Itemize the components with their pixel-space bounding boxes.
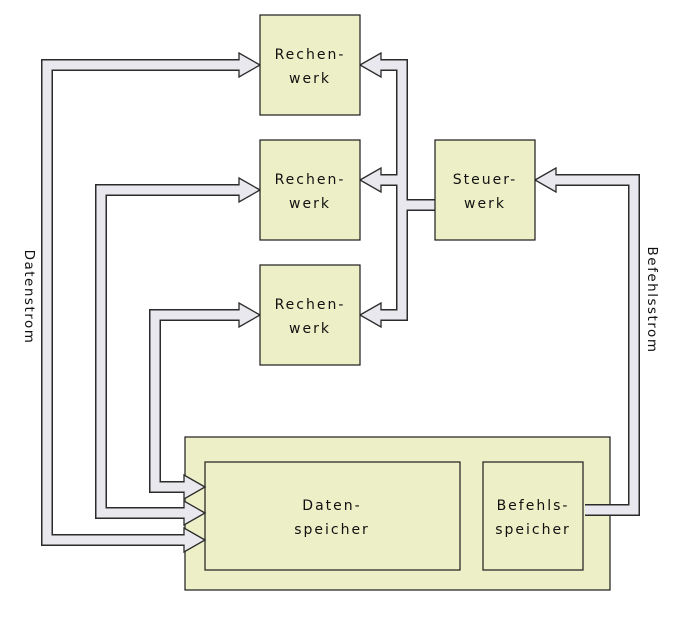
- steuerwerk-label-line1: Steuer-: [453, 172, 517, 188]
- steuerwerk-box: [434, 139, 536, 241]
- datenstrom-arrow-rechenwerk-1: [41, 51, 262, 554]
- arrowhead: [238, 301, 262, 329]
- rechenwerk-3-box: [259, 264, 361, 366]
- arrowhead: [358, 51, 382, 79]
- rechenwerk-1-label-line2: werk: [289, 71, 331, 87]
- arrowhead: [238, 176, 262, 204]
- rechenwerk-2-label-line2: werk: [289, 196, 331, 212]
- rechenwerk-2-box: [259, 139, 361, 241]
- datenstrom-arrow-rechenwerk-2: [95, 176, 262, 527]
- datenspeicher-box: [204, 461, 461, 571]
- datenstrom-arrow-rechenwerk-3: [149, 301, 262, 501]
- rechenwerk-3-label-line2: werk: [289, 321, 331, 337]
- befehlsstrom-label: Befehlsstrom: [644, 247, 660, 354]
- arrows-layer: [41, 51, 640, 554]
- steuerwerk-control-arrows: [358, 51, 435, 329]
- rechenwerk-3-label-line1: Rechen-: [275, 297, 346, 313]
- steuerwerk-label-line2: werk: [464, 196, 506, 212]
- arrowhead: [358, 166, 382, 194]
- arrowhead: [533, 166, 557, 194]
- rechenwerk-1-box: [259, 14, 361, 116]
- datenspeicher-label-line1: Daten-: [302, 498, 361, 514]
- arrowhead: [238, 51, 262, 79]
- befehlsstrom-arrow: [533, 166, 640, 516]
- datenspeicher-label-line2: speicher: [294, 522, 370, 538]
- befehlsspeicher-label-line1: Befehls-: [497, 498, 570, 514]
- arrowhead: [358, 301, 382, 329]
- rechenwerk-2-label-line1: Rechen-: [275, 172, 346, 188]
- befehlsspeicher-label-line2: speicher: [495, 522, 571, 538]
- datenstrom-label: Datenstrom: [21, 250, 37, 345]
- rechenwerk-1-label-line1: Rechen-: [275, 47, 346, 63]
- befehlsspeicher-box: [482, 461, 584, 571]
